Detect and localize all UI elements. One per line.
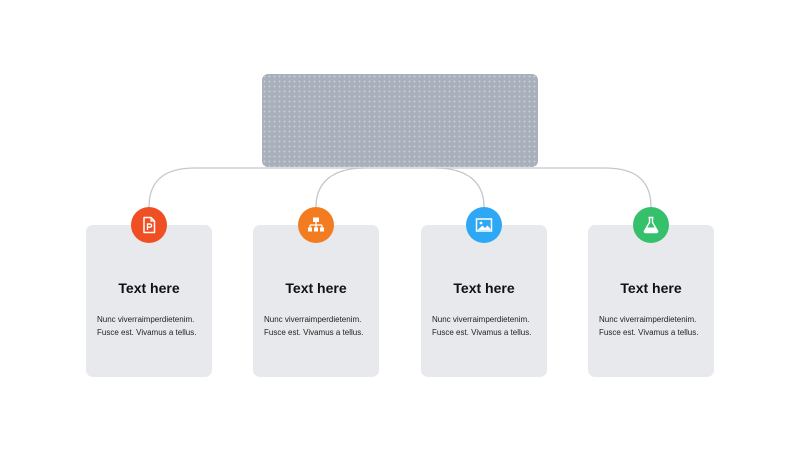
card-4-title: Text here xyxy=(620,280,682,296)
card-1-line-2: Fusce est. Vivamus a tellus. xyxy=(97,328,197,337)
hierarchy-icon xyxy=(308,217,324,232)
top-box xyxy=(262,74,538,167)
connector-line-1 xyxy=(148,167,365,208)
card-3-icon-badge xyxy=(466,207,502,243)
image-icon xyxy=(475,218,493,232)
card-2-line-2: Fusce est. Vivamus a tellus. xyxy=(264,328,364,337)
presentation-file-icon xyxy=(143,216,156,234)
card-1-body: Nunc viverraimperdietenim. Fusce est. Vi… xyxy=(97,313,207,339)
card-1-title: Text here xyxy=(118,280,180,296)
card-4-line-1: Nunc viverraimperdietenim. xyxy=(599,315,697,324)
card-4-icon-badge xyxy=(633,207,669,243)
card-2-line-1: Nunc viverraimperdietenim. xyxy=(264,315,362,324)
card-4-body: Nunc viverraimperdietenim. Fusce est. Vi… xyxy=(599,313,709,339)
card-4: Text here Nunc viverraimperdietenim. Fus… xyxy=(588,225,714,377)
card-2-icon-badge xyxy=(298,207,334,243)
card-3-line-1: Nunc viverraimperdietenim. xyxy=(432,315,530,324)
card-1-line-1: Nunc viverraimperdietenim. xyxy=(97,315,195,324)
card-4-line-2: Fusce est. Vivamus a tellus. xyxy=(599,328,699,337)
card-2: Text here Nunc viverraimperdietenim. Fus… xyxy=(253,225,379,377)
connector-line-3 xyxy=(435,167,652,208)
card-1-icon-badge xyxy=(131,207,167,243)
card-3-line-2: Fusce est. Vivamus a tellus. xyxy=(432,328,532,337)
card-1: Text here Nunc viverraimperdietenim. Fus… xyxy=(86,225,212,377)
connector-line-2 xyxy=(315,167,485,208)
card-2-title: Text here xyxy=(285,280,347,296)
card-2-body: Nunc viverraimperdietenim. Fusce est. Vi… xyxy=(264,313,374,339)
card-3: Text here Nunc viverraimperdietenim. Fus… xyxy=(421,225,547,377)
flask-icon xyxy=(643,216,659,234)
card-3-title: Text here xyxy=(453,280,515,296)
card-3-body: Nunc viverraimperdietenim. Fusce est. Vi… xyxy=(432,313,542,339)
